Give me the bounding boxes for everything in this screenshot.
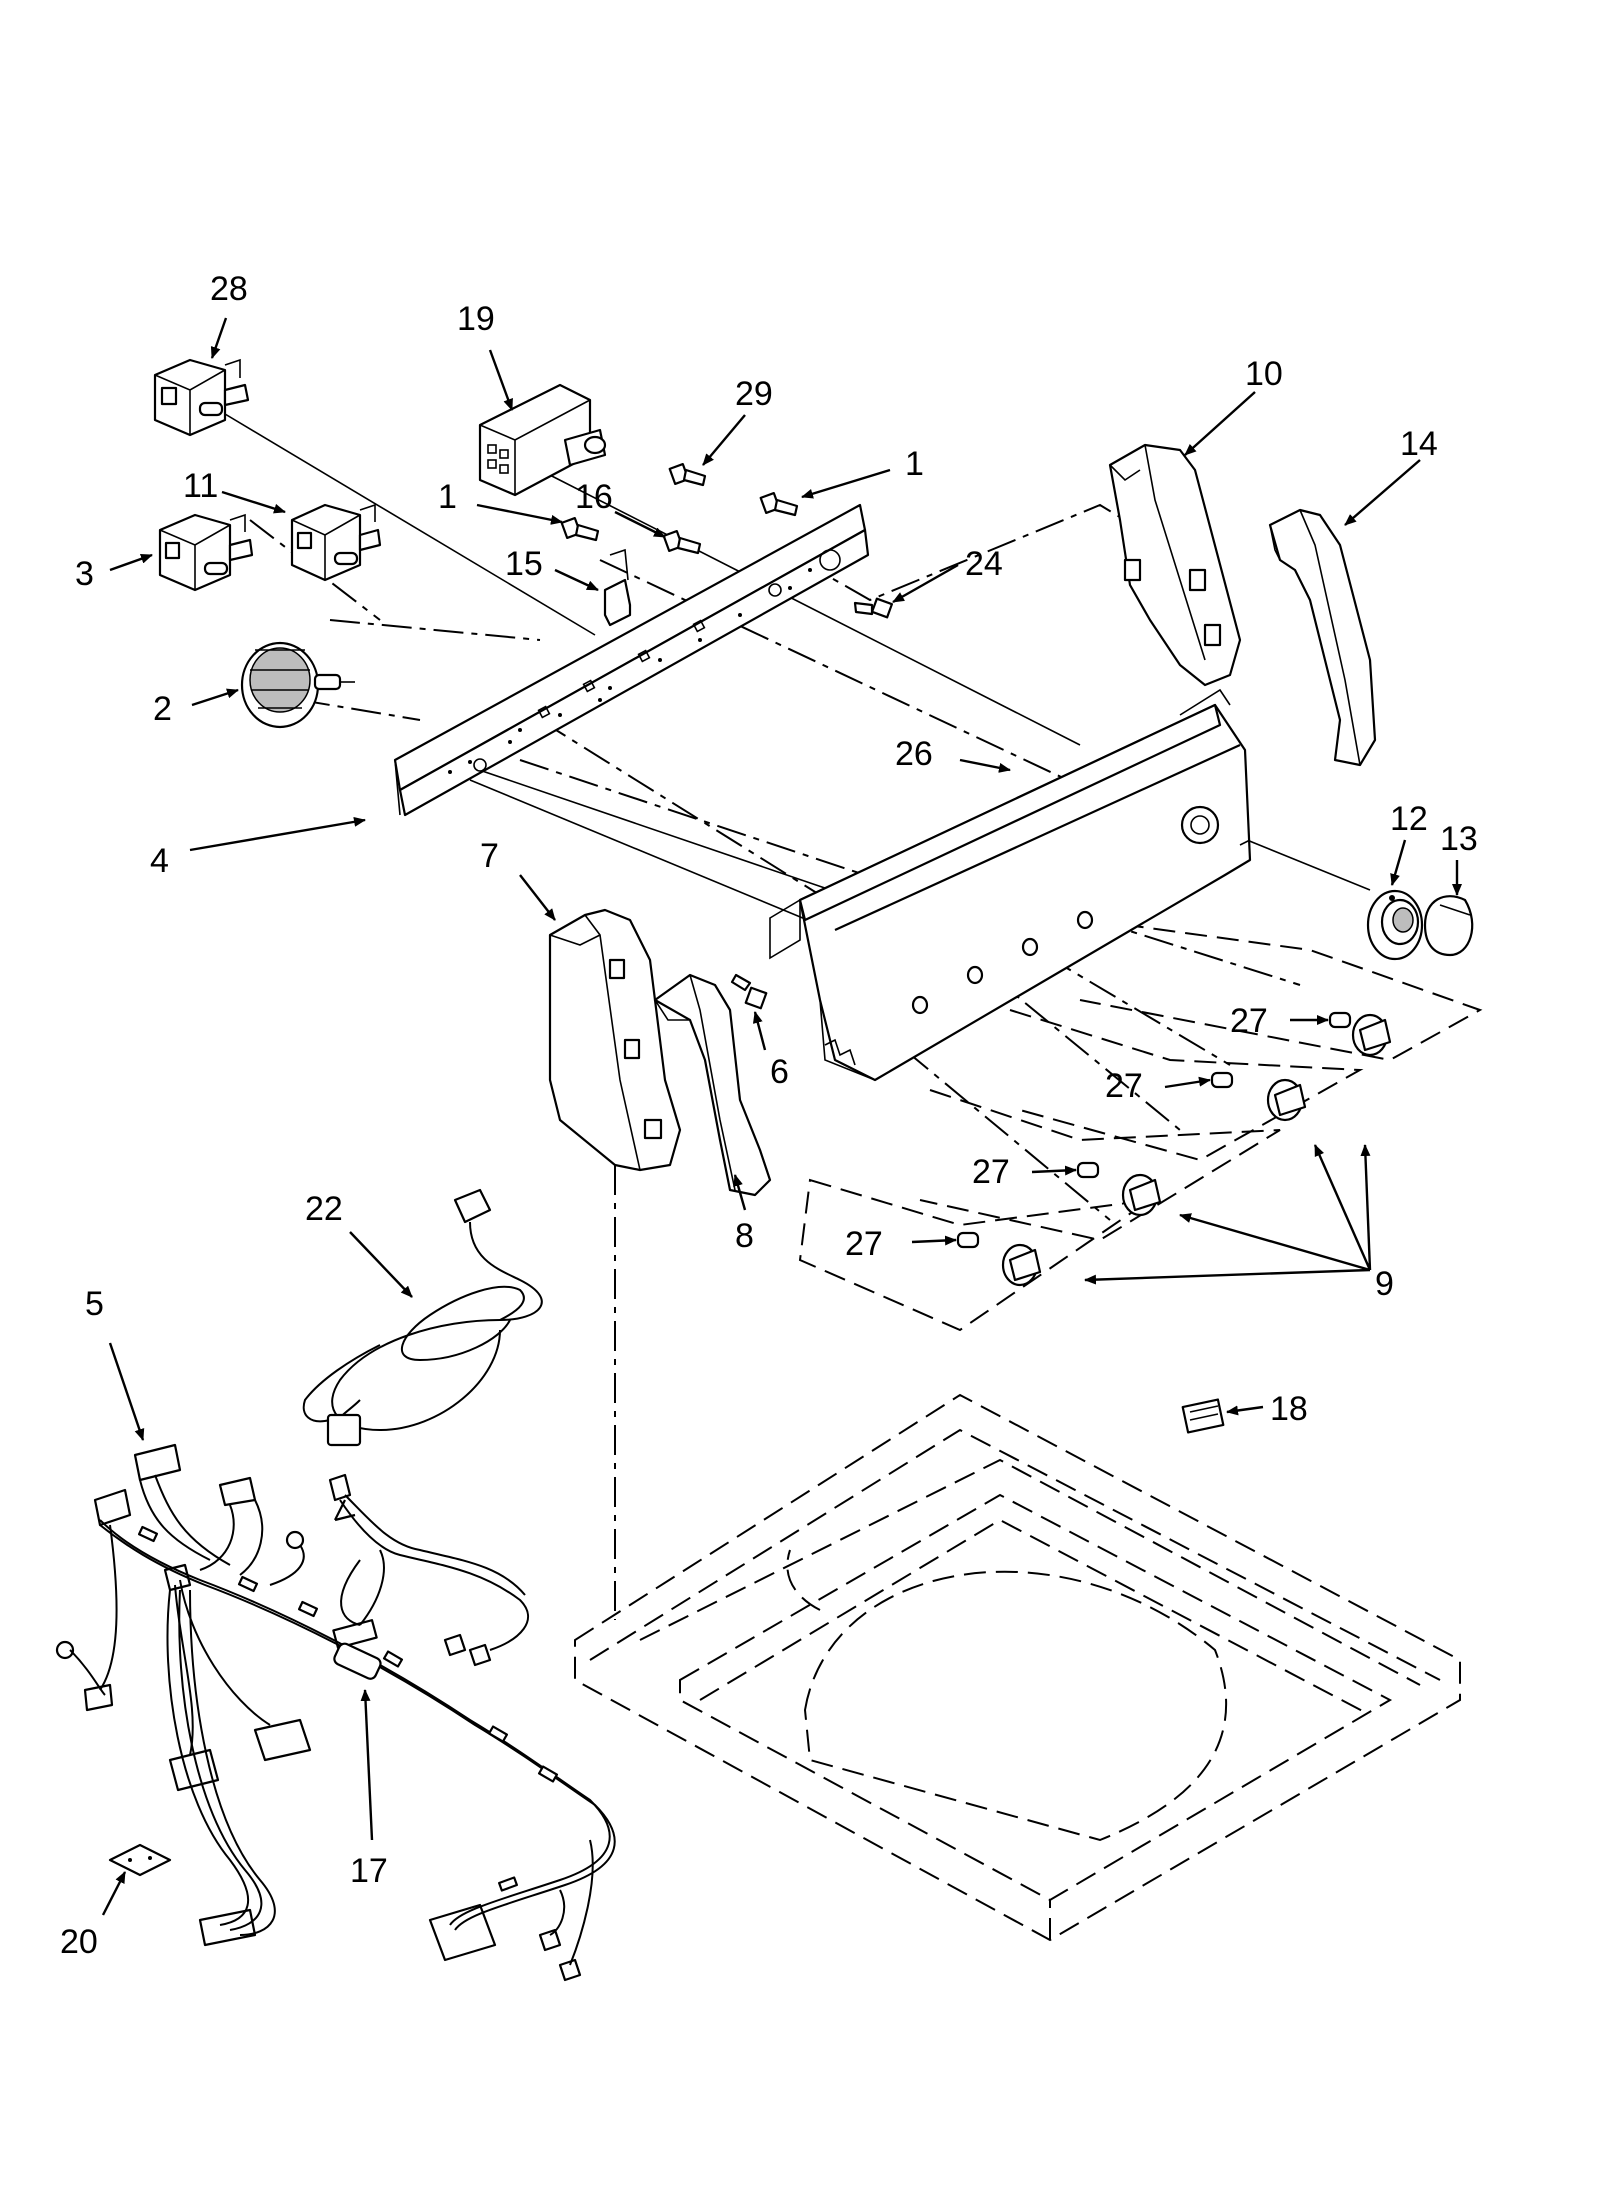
timer-2 (240, 641, 355, 729)
knob-13 (1423, 895, 1474, 957)
pressure-switch-19 (478, 383, 607, 497)
lamp-27-d (956, 1231, 980, 1249)
callout-14: 14 (1400, 425, 1438, 463)
plate-20 (108, 1843, 172, 1877)
callout-12: 12 (1390, 800, 1428, 838)
clip-15 (603, 548, 632, 627)
screw-6 (730, 973, 768, 1010)
cabinet-top-outline (574, 1393, 1461, 1942)
callout-28: 28 (210, 270, 248, 308)
screw-1-left (560, 516, 600, 542)
lamp-27-c (1076, 1161, 1100, 1179)
trim-8 (653, 973, 772, 1197)
callout-26: 26 (895, 735, 933, 773)
switch-11 (290, 503, 382, 582)
callout-7: 7 (480, 837, 499, 875)
wire-harness-5 (55, 1443, 616, 1982)
callout-15: 15 (505, 545, 543, 583)
callout-24: 24 (965, 545, 1003, 583)
callout-4: 4 (150, 842, 169, 880)
callout-27-a: 27 (1230, 1002, 1268, 1040)
screw-29 (668, 462, 707, 487)
callout-22: 22 (305, 1190, 343, 1228)
knob-9-a (1351, 1013, 1392, 1057)
end-cap-7 (548, 908, 682, 1172)
callout-3: 3 (75, 555, 94, 593)
callout-11: 11 (183, 467, 218, 505)
console-rail-4 (393, 503, 870, 817)
callout-20: 20 (60, 1923, 98, 1961)
callout-27-b: 27 (1105, 1067, 1143, 1105)
callout-5: 5 (85, 1285, 104, 1323)
screw-16 (662, 529, 702, 555)
knob-9-d (1001, 1243, 1042, 1287)
screw-24 (853, 597, 894, 619)
callout-8: 8 (735, 1217, 754, 1255)
power-cord-22 (302, 1188, 543, 1447)
callout-labels: 28 19 29 1 1 10 14 11 16 3 15 24 2 26 4 … (60, 270, 1478, 1961)
leader-lines (101, 317, 1462, 1916)
knob-9-c (1121, 1173, 1162, 1217)
label-card-18 (1181, 1398, 1225, 1434)
callout-1-upper: 1 (905, 445, 924, 483)
callout-10: 10 (1245, 355, 1283, 393)
lamp-27-b (1210, 1071, 1234, 1089)
callout-16: 16 (575, 478, 613, 516)
callout-27-c: 27 (972, 1153, 1010, 1191)
callout-18: 18 (1270, 1390, 1308, 1428)
callout-13: 13 (1440, 820, 1478, 858)
knob-9-b (1266, 1078, 1307, 1122)
callout-19: 19 (457, 300, 495, 338)
control-panel-26 (769, 688, 1252, 1082)
lamp-27-a (1328, 1011, 1352, 1029)
end-cap-10 (1108, 443, 1242, 687)
callout-27-d: 27 (845, 1225, 883, 1263)
switch-3 (158, 513, 254, 592)
callout-1-left: 1 (438, 478, 457, 516)
trim-14 (1268, 508, 1377, 767)
switch-28 (153, 358, 250, 437)
callout-2: 2 (153, 690, 172, 728)
knob-12 (1366, 889, 1424, 961)
callout-29: 29 (735, 375, 773, 413)
callout-17: 17 (350, 1852, 388, 1890)
suppressor-17 (333, 1642, 382, 1680)
callout-6: 6 (770, 1053, 789, 1091)
callout-9: 9 (1375, 1265, 1394, 1303)
screw-1-upper (759, 491, 799, 517)
